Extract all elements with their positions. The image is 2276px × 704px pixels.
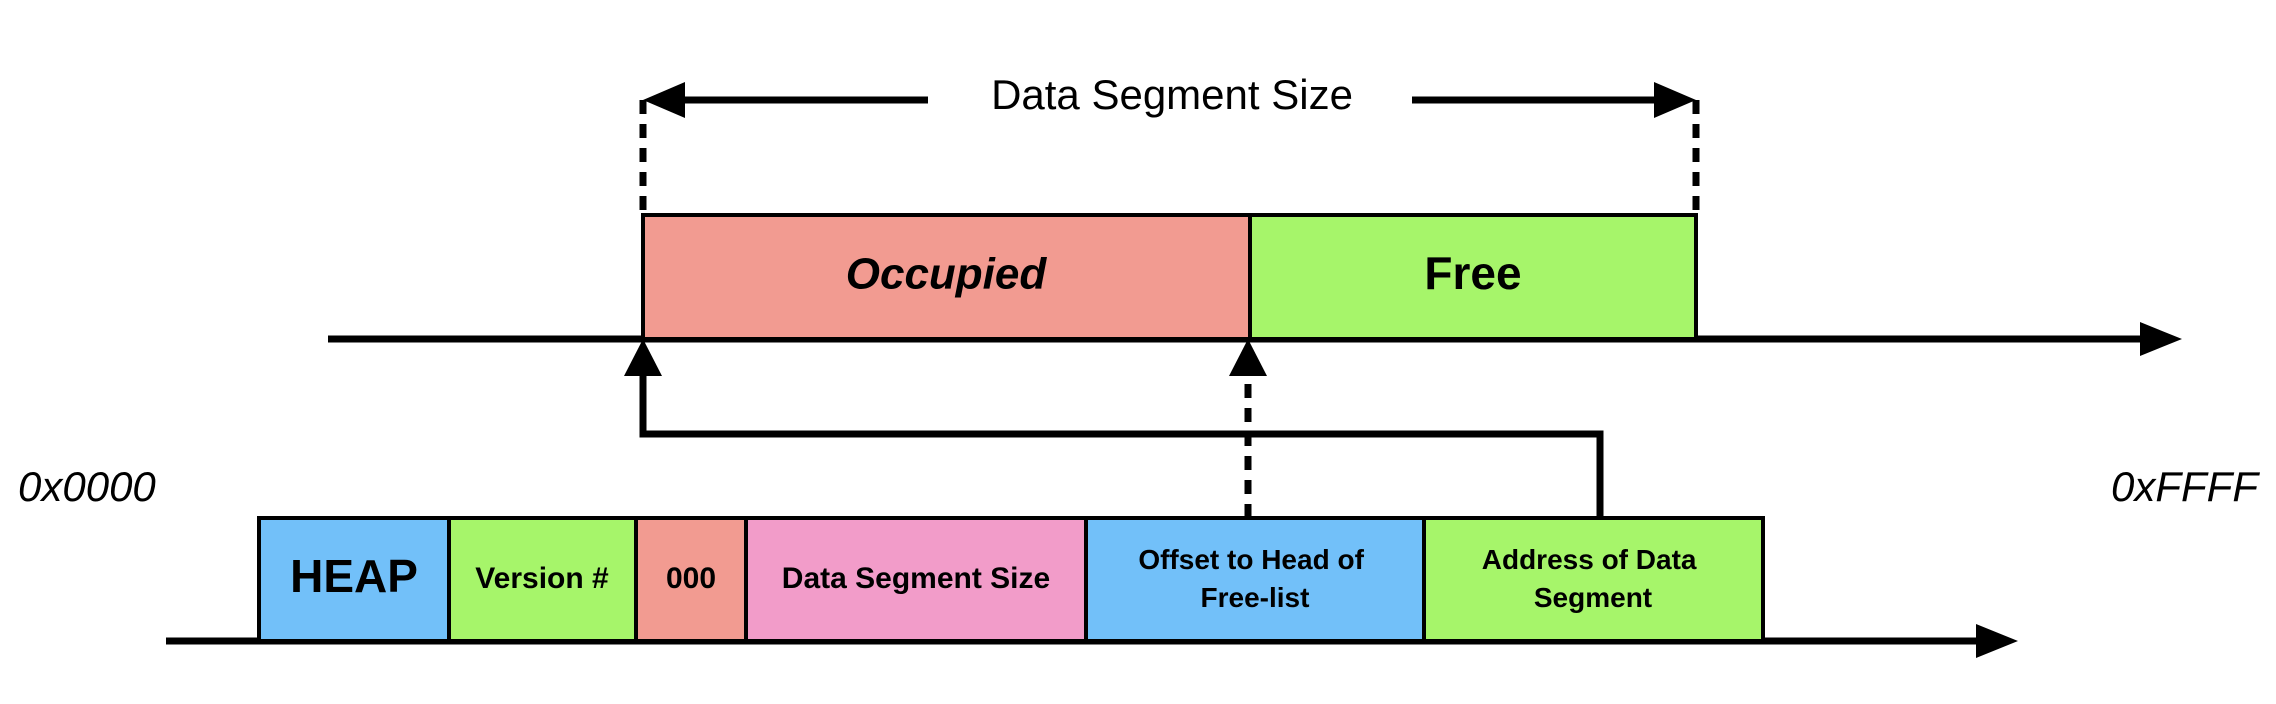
data-segment-address-field (1422, 516, 1765, 643)
free-segment (1248, 213, 1698, 341)
version-field (447, 516, 638, 643)
free-list-offset-field-label-line-1: Offset to Head of (1138, 544, 1364, 575)
data-segment-address-field-label-line-1: Address of Data (1482, 544, 1697, 575)
data-segment-address-arrowhead (624, 339, 662, 376)
data-segment-size-field (744, 516, 1088, 643)
heap-field (257, 516, 451, 643)
free-list-offset-arrowhead (1229, 339, 1267, 376)
start-address-label: 0x0000 (18, 463, 156, 510)
end-address-label: 0xFFFF (2111, 463, 2260, 510)
dimension-right-arrowhead (1654, 82, 1696, 118)
heap-header-axis-arrowhead (1976, 624, 2018, 658)
free-list-offset-field (1084, 516, 1426, 643)
dimension-label: Data Segment Size (991, 71, 1353, 118)
heap-field-label: HEAP (290, 550, 418, 602)
free-label: Free (1424, 247, 1521, 299)
reserved-bits-field-label: 000 (666, 562, 716, 595)
data-segment-address-field-label: Address of Data Segment (1482, 544, 1705, 613)
data-segment-size-field-label: Data Segment Size (782, 562, 1050, 595)
occupied-label: Occupied (846, 250, 1048, 299)
reserved-bits-field (634, 516, 748, 643)
version-field-label: Version # (475, 562, 609, 595)
dimension-left-arrowhead (643, 82, 685, 118)
data-segment-address-field-label-line-2: Segment (1534, 582, 1652, 613)
free-list-offset-field-label-line-2: Free-list (1201, 582, 1310, 613)
data-segment-axis-arrowhead (2140, 322, 2182, 356)
free-list-offset-field-label: Offset to Head of Free-list (1138, 544, 1371, 613)
data-segment-address-pointer (639, 370, 1604, 518)
